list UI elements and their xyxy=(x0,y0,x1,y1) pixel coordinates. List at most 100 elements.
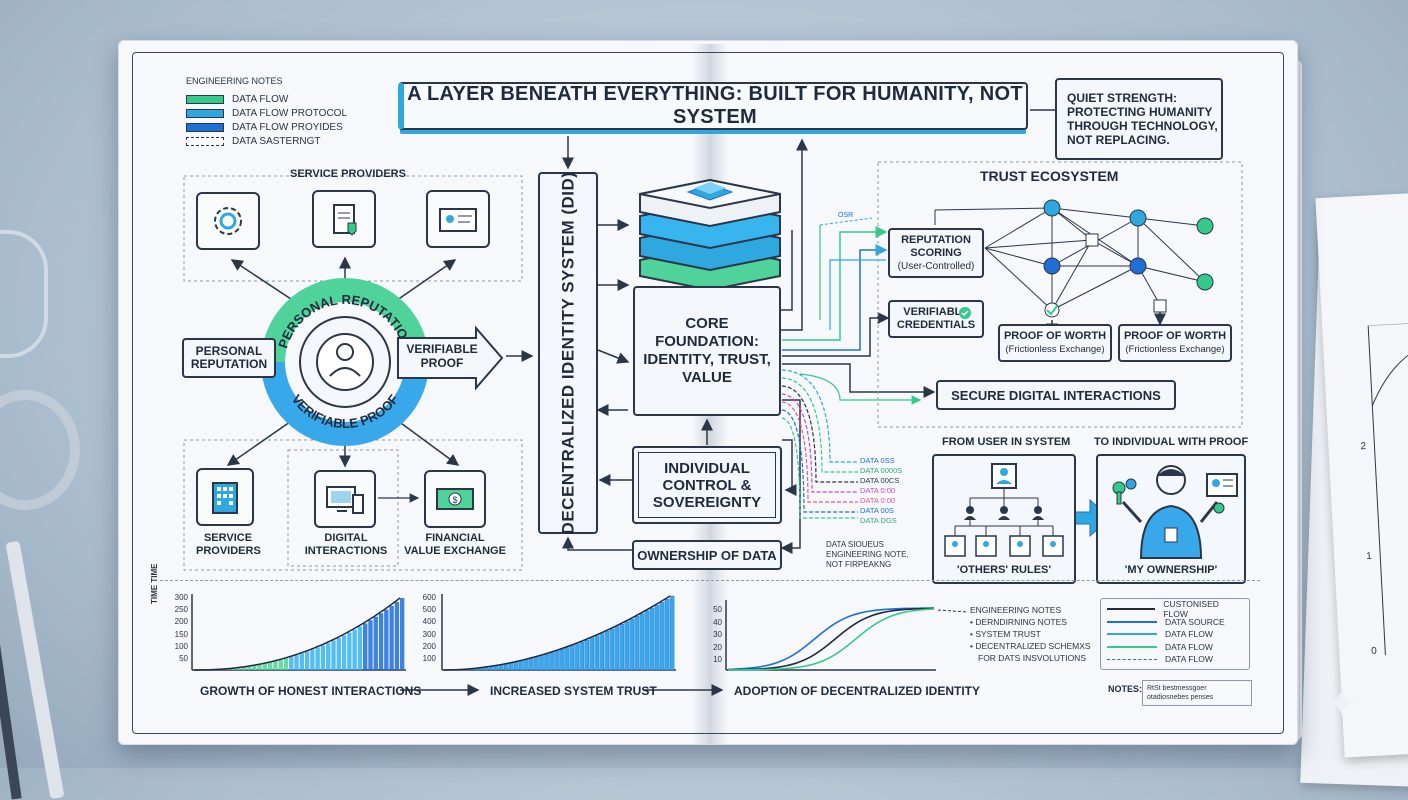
bar xyxy=(670,596,674,670)
bar xyxy=(499,665,503,670)
service-providers-label: SERVICE PROVIDERS xyxy=(196,532,260,558)
area-bar xyxy=(305,652,309,670)
bar xyxy=(605,631,609,670)
flow-label: DATA SOURCE xyxy=(1165,617,1225,627)
area-bar xyxy=(363,623,367,670)
tick: 100 xyxy=(420,653,436,665)
engineering-notes-list: ENGINEERING NOTES • DERNDIRNING NOTES • … xyxy=(970,604,1091,664)
ownership-label: OWNERSHIP OF DATA xyxy=(637,548,776,563)
bar xyxy=(620,624,624,670)
control-line: SOVEREIGNTY xyxy=(653,494,761,511)
bar xyxy=(554,651,558,670)
data-note-line: ENGINEERING NOTE, xyxy=(826,550,909,560)
bar xyxy=(640,614,644,670)
building-card xyxy=(196,468,254,526)
to-individual-heading: TO INDIVIDUAL WITH PROOF xyxy=(1094,436,1248,448)
legend-item-protocol: DATA FLOW PROTOCOL xyxy=(186,106,347,120)
area-bar xyxy=(257,665,261,670)
note-item: • SYSTEM TRUST xyxy=(970,628,1091,640)
did-label: DECENTRALIZED IDENTITY SYSTEM (DID) xyxy=(558,172,578,535)
tick: 10 xyxy=(706,654,722,667)
bar xyxy=(630,619,634,670)
hierarchy-icon xyxy=(940,460,1070,560)
flow-legend-row: CUSTONISED FLOW xyxy=(1107,603,1243,616)
devices-icon xyxy=(323,479,367,519)
label-line: VERIFIABLE xyxy=(400,342,484,356)
label-line: REPUTATION xyxy=(901,234,971,247)
note-item-text: DECENTRALIZED SCHEMXS xyxy=(975,641,1090,651)
note-item: FOR DATS INSVOLUTIONS xyxy=(970,652,1091,664)
bar xyxy=(509,663,513,670)
notes-box: RtSt bestmessgoer otadiosnebes penses xyxy=(1142,680,1252,706)
bar xyxy=(560,649,564,670)
flow-label: DATA FLOW xyxy=(1165,654,1213,664)
page-title: A LAYER BENEATH EVERYTHING: BUILT FOR HU… xyxy=(404,83,1026,129)
person-with-keys-icon xyxy=(1101,458,1241,562)
label-line: (User-Controlled) xyxy=(898,260,975,273)
bar xyxy=(504,664,508,670)
financial-value-label: FINANCIAL VALUE EXCHANGE xyxy=(400,532,510,558)
bottom-divider xyxy=(160,580,1260,582)
adoption-curve xyxy=(728,609,934,670)
tick: 30 xyxy=(706,629,722,642)
clipboard-check-icon xyxy=(324,199,364,239)
bar xyxy=(585,640,589,670)
trust-chart xyxy=(420,590,680,680)
label-line: PROOF xyxy=(400,356,484,370)
area-bar xyxy=(284,658,288,670)
adoption-curve xyxy=(728,608,934,669)
area-bar xyxy=(352,630,356,670)
bar xyxy=(645,611,649,670)
note-item-text: DERNDIRNING NOTES xyxy=(975,617,1067,627)
check-icon xyxy=(958,306,972,320)
data-tag: DATA 00CS xyxy=(860,476,902,486)
bar xyxy=(665,599,669,670)
secure-label: SECURE DIGITAL INTERACTIONS xyxy=(951,388,1161,403)
label-line: (Frictionless Exchange) xyxy=(1005,343,1104,356)
legend-swatch xyxy=(186,109,224,118)
flow-legend-row: DATA SOURCE xyxy=(1107,616,1243,629)
tick: 200 xyxy=(420,641,436,653)
bar xyxy=(570,646,574,670)
notes-box-line: RtSt bestmessgoer xyxy=(1147,684,1247,693)
data-tag: DATA DGS xyxy=(860,516,902,526)
area-bar xyxy=(326,643,330,670)
id-card-card xyxy=(426,190,490,248)
proof-of-worth-box-2: PROOF OF WORTH (Frictionless Exchange) xyxy=(1118,324,1232,362)
label-line: FINANCIAL xyxy=(400,532,510,545)
money-card: $ xyxy=(424,470,486,528)
title-banner: A LAYER BENEATH EVERYTHING: BUILT FOR HU… xyxy=(398,82,1028,130)
area-bar xyxy=(331,640,335,670)
adoption-chart xyxy=(710,590,940,680)
banknote-icon: $ xyxy=(433,479,477,519)
label-line: SERVICE xyxy=(196,532,260,545)
label-line: DIGITAL xyxy=(296,532,396,545)
core-foundation-box: CORE FOUNDATION: IDENTITY, TRUST, VALUE xyxy=(633,286,781,416)
bar xyxy=(539,656,543,670)
flow-line xyxy=(1107,621,1157,623)
area-bar xyxy=(337,638,341,670)
notes-box-line: otadiosnebes penses xyxy=(1147,693,1247,702)
flow-line xyxy=(1107,608,1155,610)
legend-label: DATA FLOW PROTOCOL xyxy=(232,108,347,119)
bar xyxy=(544,654,548,670)
tick: 100 xyxy=(172,641,188,653)
data-note-line: DATA SIOUEUS xyxy=(826,540,909,550)
area-bar xyxy=(310,650,314,670)
bar xyxy=(549,653,553,670)
gear-icon xyxy=(208,201,248,241)
area-bar xyxy=(315,647,319,670)
legend-item-proyides: DATA FLOW PROYIDES xyxy=(186,120,347,134)
proof-of-worth-box-1: PROOF OF WORTH (Frictionless Exchange) xyxy=(998,324,1112,362)
tick: 300 xyxy=(420,629,436,641)
flow-label: DATA FLOW xyxy=(1165,642,1213,652)
label-line: PROOF OF WORTH xyxy=(1004,330,1106,343)
legend-swatch xyxy=(186,137,224,146)
label-line: (Frictionless Exchange) xyxy=(1125,343,1224,356)
data-note-line: NOT FIRPEAKNG xyxy=(826,560,909,570)
flow-legend-row: DATA FLOW xyxy=(1107,641,1243,654)
tick: 50 xyxy=(706,604,722,617)
tick: 300 xyxy=(172,592,188,604)
quote-box: QUIET STRENGTH: PROTECTING HUMANITY THRO… xyxy=(1055,78,1223,160)
gear-card xyxy=(196,192,260,250)
